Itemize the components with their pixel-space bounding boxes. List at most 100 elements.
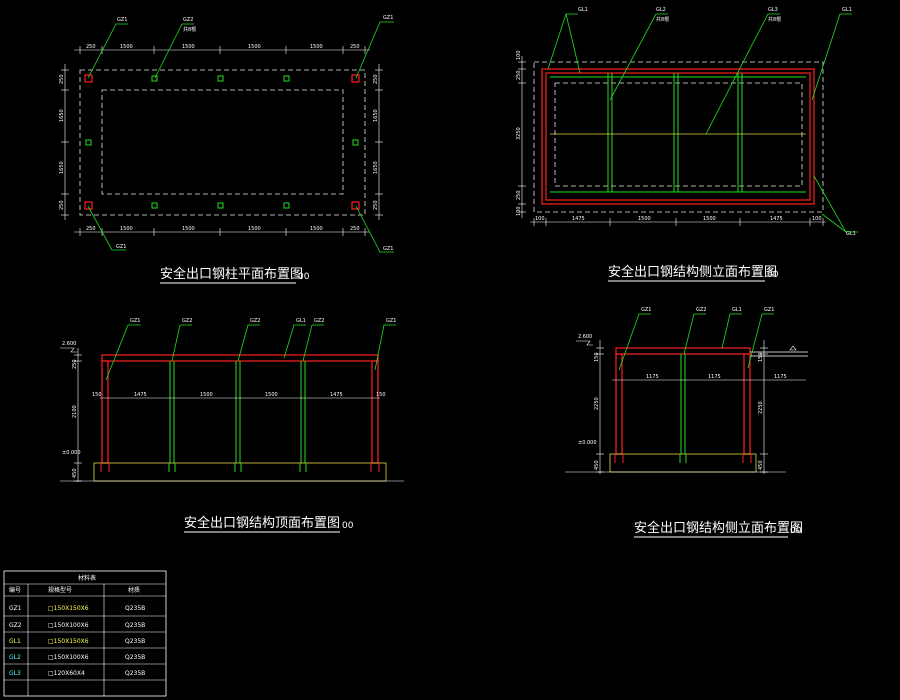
front-elevation: 150 1475 1500 1500 1475 150 250 2100 450… (60, 318, 404, 533)
table-cell-material: Q235B (125, 654, 145, 661)
se1-label-gl2: GL2 (656, 7, 666, 13)
table-cell-spec: □120X60X4 (48, 670, 85, 677)
table-cell-material: Q235B (125, 622, 145, 629)
fe-dim-mid: 1500 (265, 392, 278, 398)
plan-column-gz2 (283, 75, 290, 82)
fe-dim-mid: 150 (92, 392, 102, 398)
plan-label-gz1-tl: GZ1 (117, 17, 127, 23)
se2-base-slab (609, 453, 757, 473)
fe-column-gz1 (371, 360, 379, 464)
plan-label-gz2: GZ2 (183, 17, 193, 23)
se2-dim-left: 450 (594, 460, 600, 470)
plan-column-gz2 (151, 202, 158, 209)
plan-column-gz2 (283, 202, 290, 209)
fe-dim-mid: 1500 (200, 392, 213, 398)
plan-dim-left: 250 (59, 74, 65, 84)
se1-label-gl2-note: 共8根 (656, 16, 669, 23)
se2-top-beam-gl1 (615, 347, 751, 355)
se1-frame-gl1 (541, 68, 815, 205)
plan-label-gz1-tr: GZ1 (383, 15, 393, 21)
plan-dim-left: 1650 (59, 109, 65, 122)
plan-dim-top: 250 (86, 44, 96, 50)
se1-dim-bottom: 100 (535, 216, 545, 222)
plan-dim-top: 1500 (120, 44, 133, 50)
se1-label-gl1-right: GL1 (842, 7, 852, 13)
plan-scale: 00 (298, 272, 310, 282)
se1-dim-bottom: 1475 (770, 216, 783, 222)
se2-arrow-marker (789, 345, 797, 351)
plan-label-gz2-note: 共8根 (183, 26, 196, 33)
se2-dim-right: 2250 (758, 401, 764, 414)
material-table: 材料表 编号 规格型号 材质 GZ1 □150X150X6 Q235B GZ2 … (3, 570, 167, 697)
fe-label: GZ2 (314, 318, 324, 324)
se2-level-mark (576, 340, 593, 346)
table-cell-spec: □150X150X6 (48, 638, 89, 645)
se1-label-gl3-note: 共8根 (768, 16, 781, 23)
se2-label: GZ1 (641, 307, 651, 313)
se1-dim-bottom: 1500 (703, 216, 716, 222)
fe-scale: 00 (342, 521, 354, 531)
table-header-spec: 规格型号 (48, 586, 72, 594)
se1-dim-bottom: 1500 (638, 216, 651, 222)
se1-dim-left: 250 (516, 70, 522, 80)
table-cell-id: GZ2 (9, 622, 22, 629)
se2-dim-mid: 1175 (774, 374, 787, 380)
plan-dim-right: 250 (373, 74, 379, 84)
se2-column-gz1 (743, 353, 751, 455)
se2-level-top: 2.600 (578, 334, 592, 340)
plan-dim-bottom: 250 (86, 226, 96, 232)
fe-dim-left: 2100 (72, 405, 78, 418)
fe-label: GZ1 (130, 318, 140, 324)
fe-label: GL1 (296, 318, 306, 324)
plan-dim-top: 1500 (310, 44, 323, 50)
table-cell-id: GL1 (9, 638, 21, 645)
table-border (3, 570, 167, 697)
plan-column-gz2 (151, 75, 158, 82)
plan-title: 安全出口钢柱平面布置图 (160, 266, 303, 282)
table-cell-spec: □150X100X6 (48, 622, 89, 629)
plan-column-gz1 (351, 74, 360, 83)
se1-dim-left: 3250 (516, 127, 522, 140)
se1-dim-left: 250 (516, 190, 522, 200)
se2-label: GZ2 (696, 307, 706, 313)
side-elevation-1: 100 1475 1500 1500 1475 100 100 250 3250… (516, 7, 858, 282)
fe-title: 安全出口钢结构顶面布置图 (184, 515, 340, 531)
plan-dim-top: 1500 (248, 44, 261, 50)
table-header-id: 编号 (9, 586, 21, 594)
se2-label: GZ1 (764, 307, 774, 313)
plan-column-gz1 (84, 201, 93, 210)
se1-dim-bottom: 1475 (572, 216, 585, 222)
plan-label-gz1-br: GZ1 (383, 246, 393, 252)
plan-dim-right: 1650 (373, 161, 379, 174)
plan-dim-top: 250 (350, 44, 360, 50)
fe-level-ground: ±0.000 (62, 450, 81, 456)
plan-outer-outline (79, 69, 366, 216)
table-cell-id: GZ1 (9, 605, 22, 612)
fe-level-top: 2.600 (62, 341, 76, 347)
se1-dim-left: 100 (516, 50, 522, 60)
plan-dim-bottom: 250 (350, 226, 360, 232)
fe-label: GZ1 (386, 318, 396, 324)
table-cell-material: Q235B (125, 605, 145, 612)
plan-view: 250 1500 1500 1500 1500 250 250 1500 150… (59, 15, 394, 284)
plan-column-gz2 (352, 139, 359, 146)
plan-inner-outline (101, 89, 344, 195)
se2-dim-left: 150 (594, 352, 600, 362)
se2-dim-mid: 1175 (646, 374, 659, 380)
fe-dim-mid: 150 (376, 392, 386, 398)
se2-scale: 00 (790, 526, 802, 536)
plan-dim-right: 250 (373, 200, 379, 210)
fe-label: GZ2 (250, 318, 260, 324)
table-header-material: 材质 (128, 586, 140, 594)
plan-dim-right: 1650 (373, 109, 379, 122)
se2-title: 安全出口钢结构侧立面布置图 (634, 520, 803, 536)
plan-column-gz1 (351, 201, 360, 210)
se1-label-gl1-bottom: GL1 (846, 231, 856, 237)
plan-dim-bottom: 1500 (120, 226, 133, 232)
table-title: 材料表 (78, 574, 96, 582)
plan-dim-bottom: 1500 (310, 226, 323, 232)
plan-label-gz1-bl: GZ1 (116, 244, 126, 250)
fe-top-beam-gl1 (101, 354, 379, 362)
table-cell-spec: □150X100X6 (48, 654, 89, 661)
fe-dim-mid: 1475 (134, 392, 147, 398)
